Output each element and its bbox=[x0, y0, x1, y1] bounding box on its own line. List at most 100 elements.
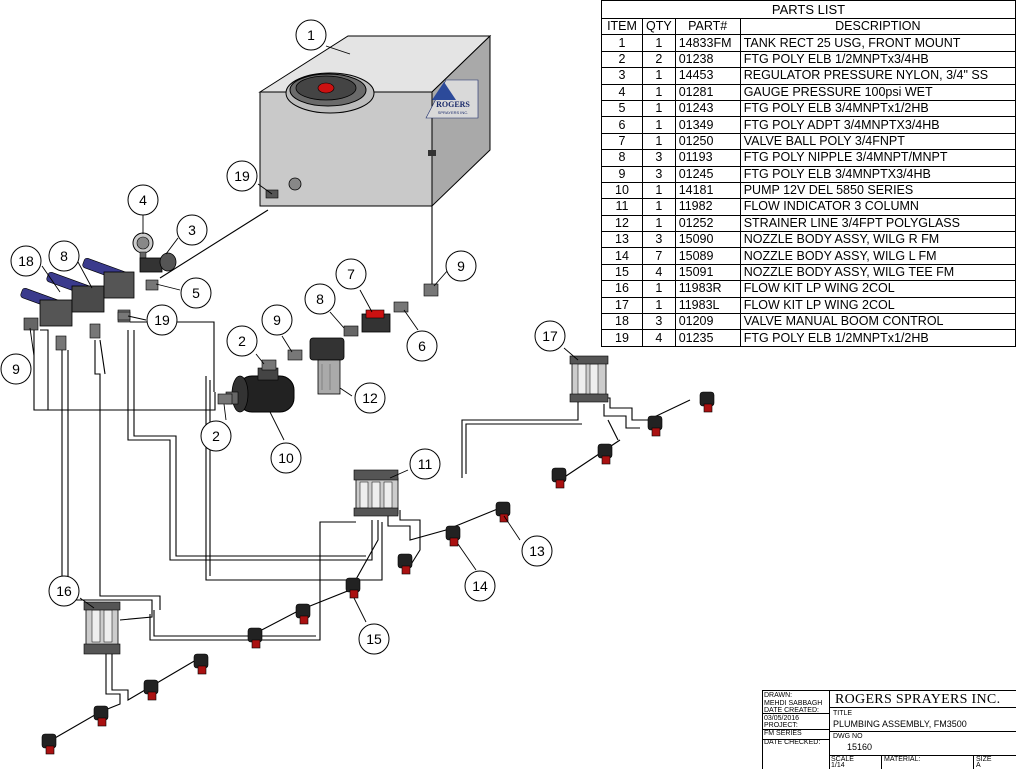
cell-item: 4 bbox=[601, 83, 643, 101]
drawing-title: PLUMBING ASSEMBLY, FM3500 bbox=[833, 719, 967, 729]
callout-circle bbox=[409, 448, 441, 480]
nozzle-body bbox=[345, 577, 361, 599]
cell-qty: 1 bbox=[642, 214, 676, 233]
cell-part-number: 11982 bbox=[674, 198, 741, 216]
callout-circle bbox=[295, 19, 327, 51]
cell-description: STRAINER LINE 3/4FPT POLYGLASS bbox=[739, 214, 1016, 233]
callout-circle bbox=[0, 353, 32, 385]
callout-circle bbox=[354, 382, 386, 414]
nozzle-body bbox=[597, 443, 613, 465]
cell-qty: 4 bbox=[642, 263, 676, 282]
nozzle-body bbox=[647, 415, 663, 437]
cell-item: 1 bbox=[601, 34, 643, 52]
nozzle-body bbox=[143, 679, 159, 701]
callout-balloon: 9 bbox=[445, 250, 477, 282]
cell-item: 18 bbox=[601, 313, 643, 331]
manual-boom-valves bbox=[20, 257, 135, 351]
header-item: ITEM bbox=[601, 17, 643, 36]
callout-label: 9 bbox=[273, 312, 281, 328]
callout-circle bbox=[445, 250, 477, 282]
cell-description: REGULATOR PRESSURE NYLON, 3/4" SS bbox=[739, 67, 1016, 85]
nozzle-body bbox=[495, 501, 511, 523]
callout-circle bbox=[304, 283, 336, 315]
callout-balloon: 12 bbox=[354, 382, 386, 414]
drawn-label: DRAWN: bbox=[764, 692, 793, 699]
callout-label: 5 bbox=[192, 285, 200, 301]
logo-text-sprayers: SPRAYERS INC. bbox=[438, 110, 469, 115]
cell-qty: 1 bbox=[642, 198, 676, 216]
title-label: TITLE bbox=[833, 710, 853, 717]
cell-qty: 1 bbox=[642, 83, 676, 101]
callout-balloon: 11 bbox=[409, 448, 441, 480]
cell-description: FLOW INDICATOR 3 COLUMN bbox=[739, 198, 1016, 216]
callout-label: 19 bbox=[154, 312, 170, 328]
nozzle-bodies bbox=[41, 391, 715, 755]
project-value: FM SERIES bbox=[764, 730, 802, 737]
cell-part-number: 11983R bbox=[674, 280, 741, 298]
callout-circle bbox=[146, 304, 178, 336]
callout-label: 17 bbox=[542, 328, 558, 344]
leader-lines bbox=[29, 45, 579, 623]
callout-balloon: 14 bbox=[464, 570, 496, 602]
callout-label: 3 bbox=[188, 222, 196, 238]
callout-balloon: 9 bbox=[261, 304, 293, 336]
pump bbox=[225, 367, 295, 413]
callout-label: 12 bbox=[362, 390, 378, 406]
callout-label: 6 bbox=[418, 338, 426, 354]
cell-part-number: 15089 bbox=[674, 247, 741, 265]
material-label: MATERIAL: bbox=[884, 756, 921, 763]
cell-item: 11 bbox=[601, 198, 643, 216]
cell-qty: 1 bbox=[642, 132, 676, 151]
cell-part-number: 01252 bbox=[674, 214, 741, 233]
callout-balloon: 7 bbox=[335, 258, 367, 290]
header-description: DESCRIPTION bbox=[739, 17, 1016, 36]
cell-description: GAUGE PRESSURE 100psi WET bbox=[739, 83, 1016, 101]
parts-list-header-row: ITEM QTY PART# DESCRIPTION bbox=[601, 17, 1016, 36]
callout-label: 11 bbox=[418, 456, 433, 472]
pressure-regulator bbox=[139, 252, 177, 273]
callout-balloon: 19 bbox=[226, 160, 258, 192]
callout-circle bbox=[200, 420, 232, 452]
cell-item: 5 bbox=[601, 99, 643, 118]
cell-qty: 3 bbox=[642, 165, 676, 183]
callout-label: 8 bbox=[316, 291, 324, 307]
pressure-gauge bbox=[132, 232, 154, 259]
callout-label: 8 bbox=[60, 248, 68, 264]
fitting-9-mid bbox=[287, 349, 303, 361]
cell-qty: 3 bbox=[642, 149, 676, 167]
cell-description: TANK RECT 25 USG, FRONT MOUNT bbox=[739, 34, 1016, 52]
cell-description: VALVE MANUAL BOOM CONTROL bbox=[739, 313, 1016, 331]
cell-description: VALVE BALL POLY 3/4FNPT bbox=[739, 132, 1016, 151]
callout-balloon: 2 bbox=[200, 420, 232, 452]
cell-part-number: 15090 bbox=[674, 231, 741, 249]
cell-item: 9 bbox=[601, 165, 643, 183]
cell-description: FLOW KIT LP WING 2COL bbox=[739, 296, 1016, 315]
cell-qty: 1 bbox=[642, 181, 676, 200]
cell-part-number: 01245 bbox=[674, 165, 741, 183]
tank: ROGERS SPRAYERS INC. bbox=[258, 34, 492, 208]
cell-item: 6 bbox=[601, 116, 643, 134]
dwg-no-value: 15160 bbox=[847, 742, 873, 752]
cell-part-number: 15091 bbox=[674, 263, 741, 282]
callout-balloon: 5 bbox=[180, 277, 212, 309]
callout-circle bbox=[127, 184, 159, 216]
header-part-number: PART# bbox=[674, 17, 741, 36]
callout-circle bbox=[464, 570, 496, 602]
date-created-label: DATE CREATED: bbox=[764, 707, 819, 714]
cell-item: 10 bbox=[601, 181, 643, 200]
cell-part-number: 01209 bbox=[674, 313, 741, 331]
